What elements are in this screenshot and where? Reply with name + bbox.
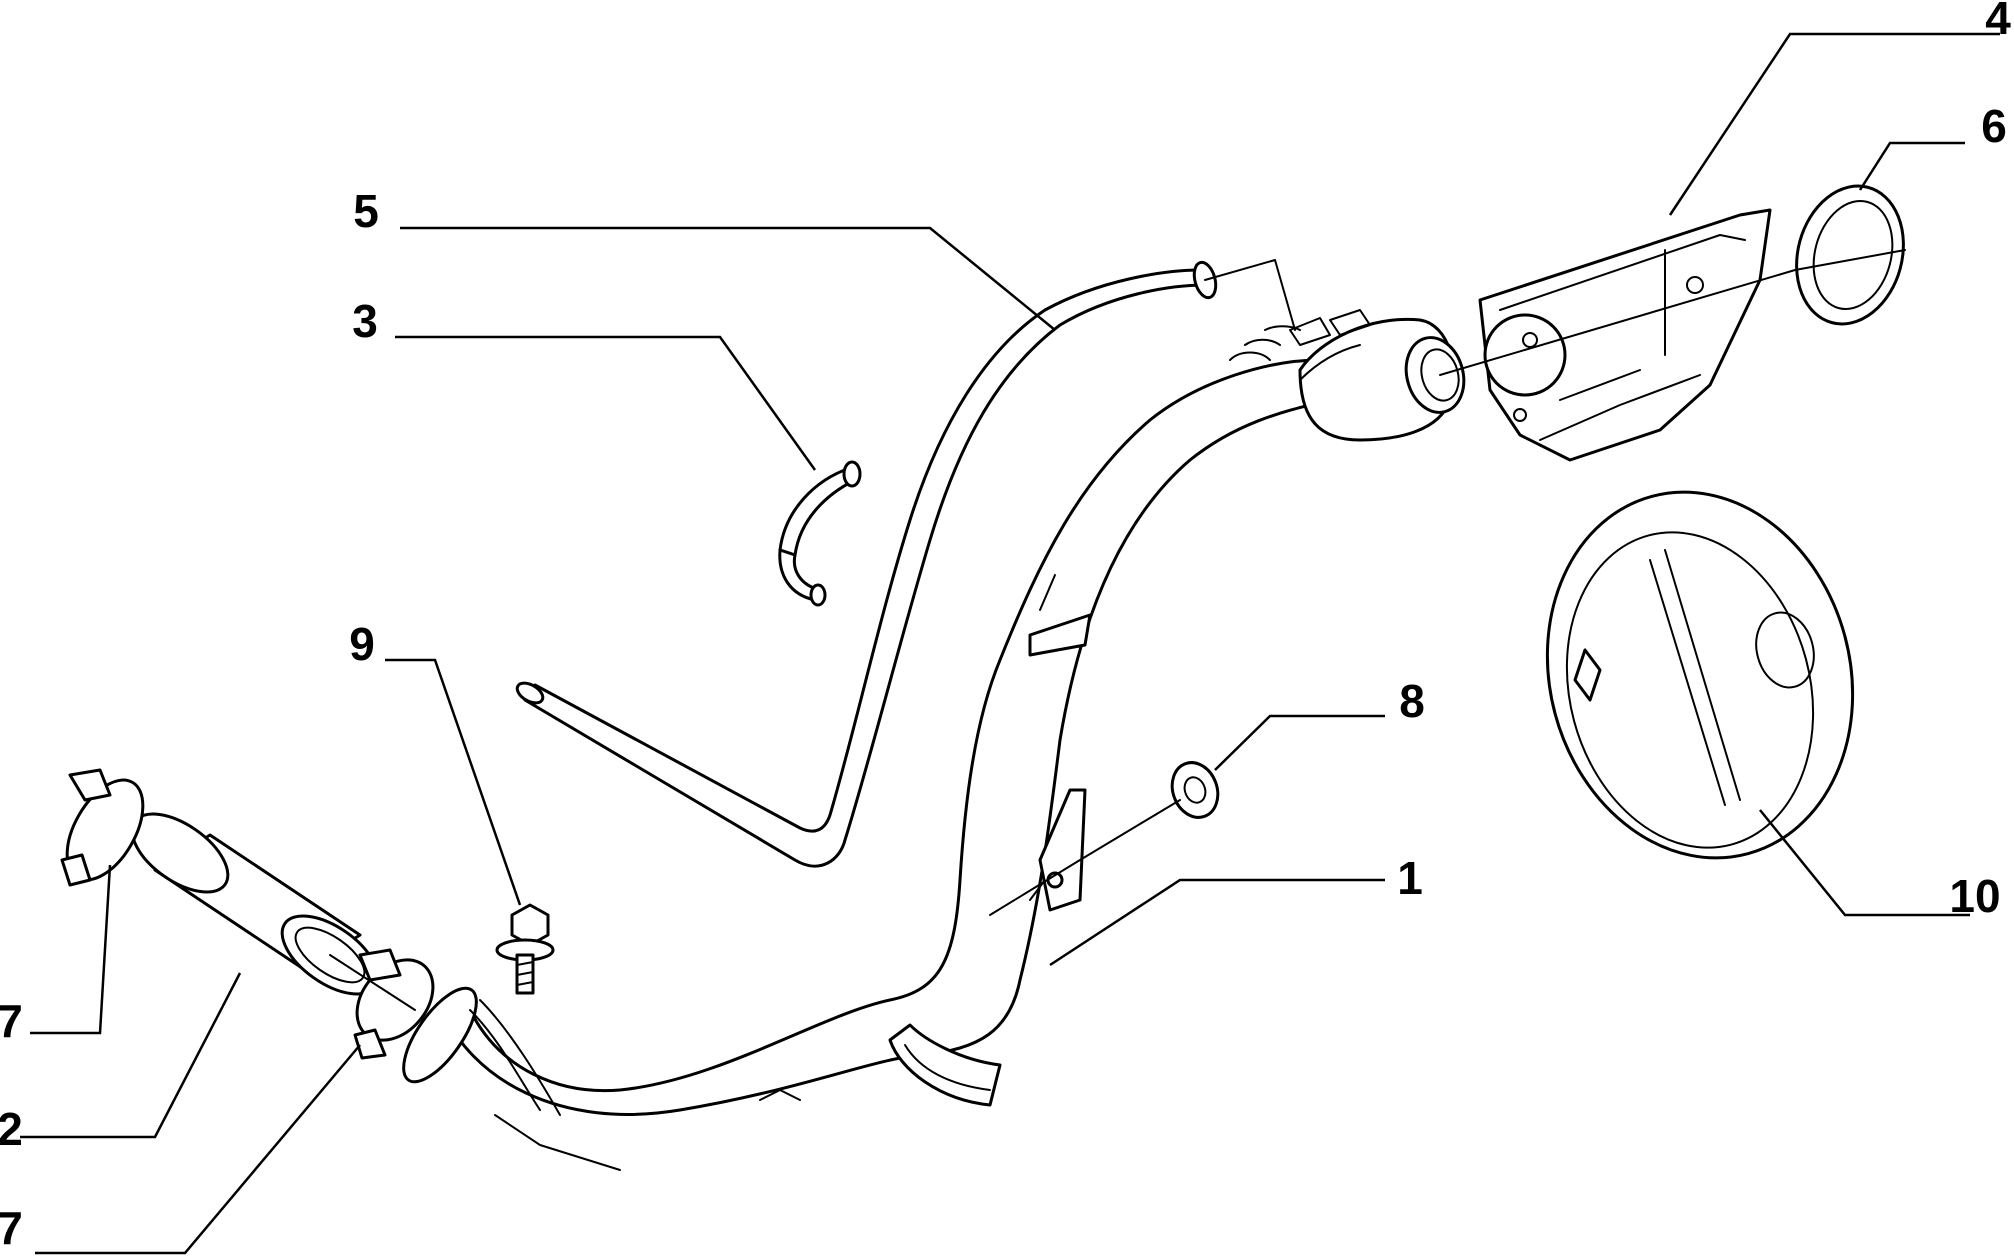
part-seal-ring xyxy=(1795,184,1905,326)
leader-6 xyxy=(1858,141,1965,191)
leader-10 xyxy=(1759,809,1970,917)
part-hose-clamp-left xyxy=(60,768,145,887)
part-filler-neck-pipe xyxy=(402,309,1466,1171)
leader-2 xyxy=(20,972,242,1139)
part-fuel-cap xyxy=(1545,490,1855,860)
leader-7a xyxy=(30,864,112,1035)
leader-1 xyxy=(1049,878,1385,967)
callout-4: 4 xyxy=(1985,0,2011,44)
leader-5 xyxy=(400,226,1056,331)
callout-6: 6 xyxy=(1981,100,2007,152)
leader-4 xyxy=(1668,32,2000,216)
leader-lines xyxy=(20,32,2000,1255)
callout-1: 1 xyxy=(1397,852,1423,904)
part-hose-sleeve xyxy=(130,812,380,996)
callout-3: 3 xyxy=(352,295,378,347)
callout-7-upper: 7 xyxy=(0,995,23,1047)
part-clip xyxy=(778,460,862,607)
callout-5: 5 xyxy=(353,185,379,237)
leader-7b xyxy=(35,1044,361,1255)
assembly-lines xyxy=(329,249,1906,1011)
leader-9 xyxy=(385,658,522,906)
callout-8: 8 xyxy=(1399,675,1425,727)
callout-9: 9 xyxy=(349,618,375,670)
callout-10: 10 xyxy=(1949,870,2000,922)
part-hose-clamp-right xyxy=(353,948,435,1060)
part-breather-hose xyxy=(515,260,1218,868)
leader-8 xyxy=(1214,714,1385,771)
leader-3 xyxy=(395,335,817,471)
part-bolt xyxy=(495,903,555,995)
callout-2: 2 xyxy=(0,1103,23,1155)
callout-7-lower: 7 xyxy=(0,1202,23,1254)
part-filler-housing xyxy=(1478,208,1772,462)
part-nut xyxy=(1170,761,1220,819)
